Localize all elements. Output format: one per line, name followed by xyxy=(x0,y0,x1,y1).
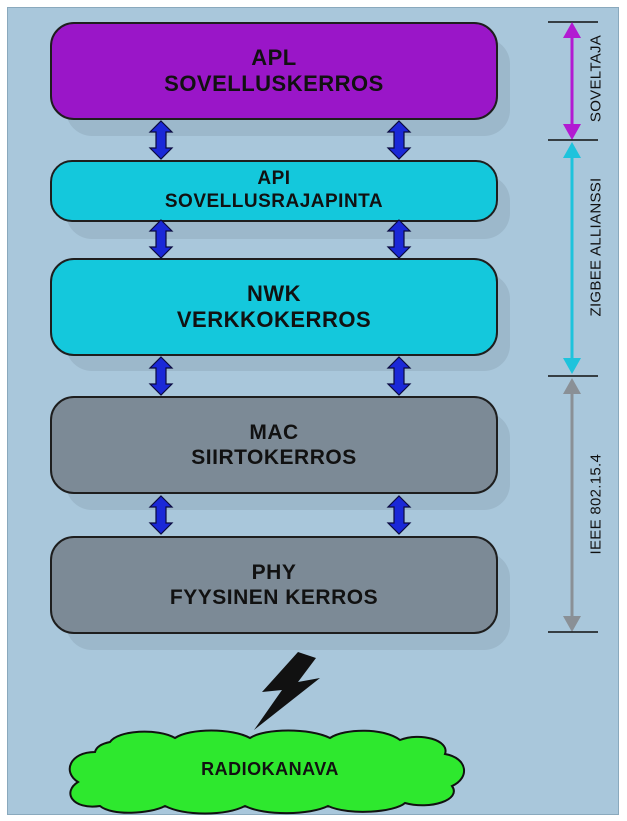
bidirectional-arrow-icon xyxy=(387,356,411,396)
layer-name: SIIRTOKERROS xyxy=(191,446,357,469)
layer-name: FYYSINEN KERROS xyxy=(169,586,379,609)
layer-mac: MAC SIIRTOKERROS xyxy=(50,396,498,494)
layer-apl: APL SOVELLUSKERROS xyxy=(50,22,498,120)
lightning-icon xyxy=(254,652,320,730)
bracket-ieee xyxy=(548,375,598,633)
layer-name: SOVELLUSRAJAPINTA xyxy=(164,191,384,212)
bracket-soveltaja xyxy=(548,21,598,140)
bracket-label: IEEE 802.15.4 xyxy=(587,453,605,555)
bracket-label: ZIGBEE ALLIANSSI xyxy=(587,177,605,317)
layer-name: VERKKOKERROS xyxy=(176,307,372,332)
layer-abbr: PHY xyxy=(251,560,297,584)
layer-nwk: NWK VERKKOKERROS xyxy=(50,258,498,356)
bidirectional-arrow-icon xyxy=(387,120,411,160)
bidirectional-arrow-icon xyxy=(149,356,173,396)
layer-abbr: API xyxy=(257,168,291,190)
radio-channel-cloud xyxy=(68,729,465,815)
bidirectional-arrow-icon xyxy=(149,120,173,160)
layer-abbr: APL xyxy=(251,44,297,70)
bidirectional-arrow-icon xyxy=(149,219,173,259)
radio-channel-label: RADIOKANAVA xyxy=(201,759,339,779)
bracket-label: SOVELTAJA xyxy=(587,34,605,123)
layer-api: API SOVELLUSRAJAPINTA xyxy=(50,160,498,222)
bidirectional-arrow-icon xyxy=(387,219,411,259)
layer-abbr: MAC xyxy=(249,420,299,444)
layer-phy: PHY FYYSINEN KERROS xyxy=(50,536,498,634)
bidirectional-arrow-icon xyxy=(149,495,173,535)
layer-name: SOVELLUSKERROS xyxy=(164,71,384,96)
bracket-zigbee xyxy=(548,139,598,374)
bidirectional-arrow-icon xyxy=(387,495,411,535)
layer-abbr: NWK xyxy=(246,280,302,306)
